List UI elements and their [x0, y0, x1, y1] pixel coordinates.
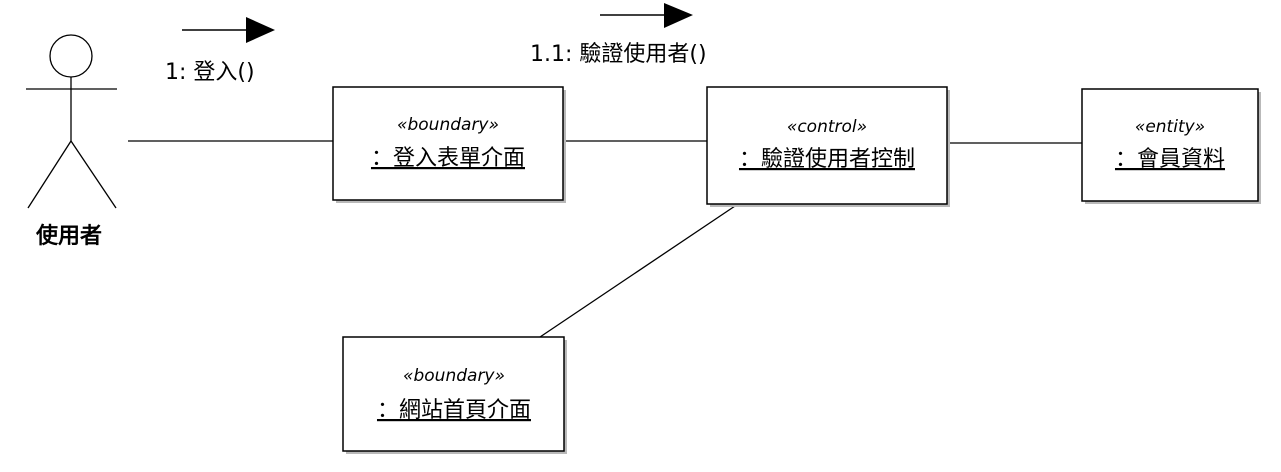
- object-box: [332, 86, 564, 201]
- arrow-right-icon: [664, 3, 693, 28]
- object-homepage: «boundary» ：網站首頁介面: [342, 336, 567, 454]
- actor-left-leg: [27, 140, 72, 209]
- object-box: [706, 86, 948, 205]
- link-auth-control-homepage: [539, 203, 739, 338]
- object-name: ：驗證使用者控制: [739, 147, 915, 172]
- object-stereotype: «entity»: [1135, 117, 1205, 137]
- message-verify: 1.1: 驗證使用者(): [530, 3, 707, 67]
- object-auth-control: «control» ：驗證使用者控制: [706, 86, 950, 207]
- object-login-form: «boundary» ：登入表單介面: [332, 86, 566, 203]
- object-name: ：網站首頁介面: [377, 398, 531, 423]
- object-box: [342, 336, 565, 452]
- object-member-data: «entity» ：會員資料: [1081, 88, 1261, 204]
- actor-name: 使用者: [35, 224, 102, 249]
- message-verify-label: 1.1: 驗證使用者(): [530, 42, 707, 67]
- actor-user: 使用者: [26, 34, 117, 249]
- message-login-label: 1: 登入(): [165, 60, 255, 85]
- object-name: ：會員資料: [1115, 147, 1225, 172]
- object-stereotype: «boundary»: [403, 366, 505, 386]
- object-stereotype: «control»: [787, 117, 867, 137]
- message-login: 1: 登入(): [165, 17, 275, 85]
- object-box: [1081, 88, 1259, 202]
- arrow-right-icon: [246, 17, 275, 43]
- object-name: ：登入表單介面: [371, 146, 525, 171]
- actor-head: [49, 34, 93, 78]
- object-stereotype: «boundary»: [397, 115, 499, 135]
- actor-right-leg: [70, 140, 117, 209]
